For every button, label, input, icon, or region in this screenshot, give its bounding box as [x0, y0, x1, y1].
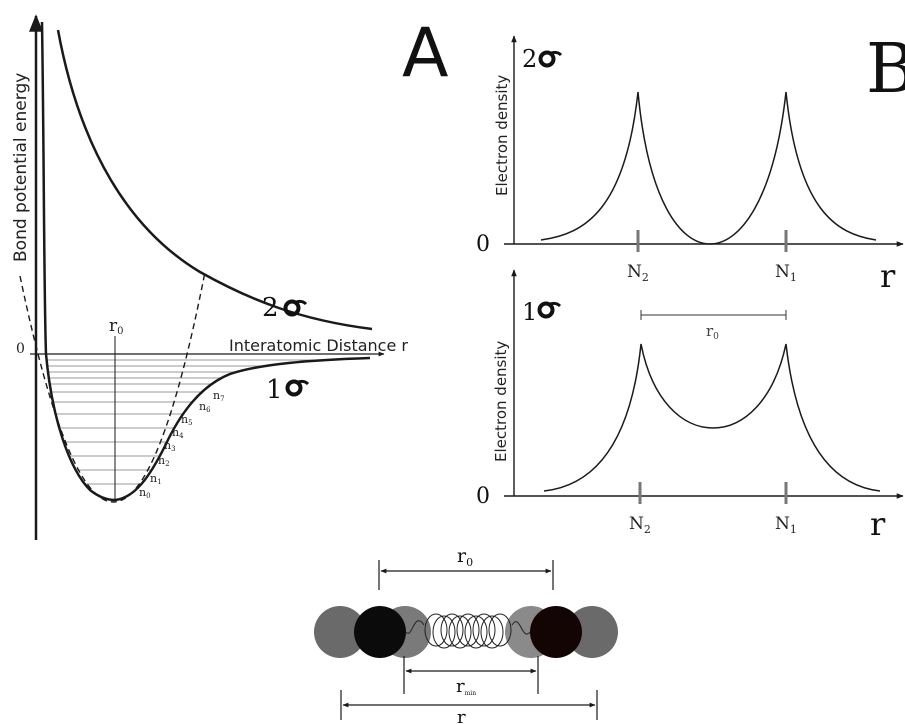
antibonding-density-curve: [540, 91, 877, 245]
panel-a-r0-label: r0: [109, 316, 124, 337]
nucleus-label-n2: N2: [629, 514, 651, 536]
bonding-density-curve: [543, 343, 881, 492]
panel-b-bottom-y-label: Electron density: [492, 341, 510, 462]
nucleus-label-n1: N1: [775, 514, 797, 536]
level-label: n3: [164, 439, 176, 453]
lower-orbital-number: 1: [266, 375, 283, 405]
sigma-icon: [538, 50, 563, 68]
orbital-number: 1: [522, 298, 537, 326]
spring-coil: [405, 613, 531, 649]
panel-b-bottom-x-label: r: [870, 505, 886, 543]
level-label: n7: [213, 389, 225, 403]
atom-outer-left: [314, 606, 366, 658]
panel-b-bottom-zero: 0: [476, 484, 490, 509]
orbital-number: 2: [522, 45, 537, 73]
upper-orbital-label: 2: [262, 293, 308, 323]
spring-r-label: r: [457, 707, 466, 724]
vibrational-levels: [46, 359, 370, 485]
panel-b-top-orbital-label: 2: [522, 45, 563, 73]
lower-orbital-label: 1: [266, 375, 310, 405]
level-label: n6: [199, 400, 211, 414]
panel-b-top-zero: 0: [476, 232, 490, 257]
panel-a-letter: A: [402, 14, 449, 93]
atom-left: [354, 606, 406, 658]
atom-right: [530, 606, 582, 658]
spring-model: r0 rmin r: [314, 545, 618, 724]
level-label: n1: [150, 472, 162, 486]
sigma-icon: [285, 379, 310, 397]
panel-b-bottom-r0-label: r0: [706, 322, 719, 342]
nucleus-label-n1: N1: [775, 262, 797, 284]
panel-b-top-x-label: r: [880, 257, 896, 295]
atom-outer-right: [566, 606, 618, 658]
level-label: n0: [139, 486, 151, 500]
repulsive-wall: [40, 21, 48, 355]
panel-b-letter: B: [866, 30, 905, 109]
level-label: n5: [181, 413, 193, 427]
spring-r0-label: r0: [457, 545, 473, 569]
panel-a-zero-label: 0: [16, 341, 25, 357]
level-label: n4: [172, 426, 184, 440]
panel-a-x-axis-label: Interatomic Distance r: [229, 336, 408, 355]
level-label: n2: [158, 454, 170, 468]
panel-a-y-axis-label: Bond potential energy: [11, 73, 31, 262]
panel-a: A Bond potential energy Interatomic Dist…: [11, 14, 449, 540]
panel-b-bottom-orbital-label: 1: [522, 298, 562, 326]
sigma-icon: [537, 301, 562, 319]
sigma-icon: [283, 299, 308, 317]
upper-orbital-number: 2: [262, 293, 279, 323]
bonding-curve: [44, 353, 371, 502]
antibonding-curve: [56, 29, 373, 331]
nucleus-label-n2: N2: [627, 262, 649, 284]
harmonic-dashed-curve: [19, 271, 206, 503]
panel-b-bottom: r0 Electron density 0 1 N2 N1 r: [476, 269, 904, 543]
panel-b-top-y-label: Electron density: [493, 75, 511, 196]
level-labels: n0 n1 n2 n3 n4 n5 n6 n7: [139, 389, 225, 500]
panel-b-top: B Electron density 0 2 N2 N1 r: [476, 30, 905, 295]
spring-rmin-label: rmin: [456, 676, 476, 697]
